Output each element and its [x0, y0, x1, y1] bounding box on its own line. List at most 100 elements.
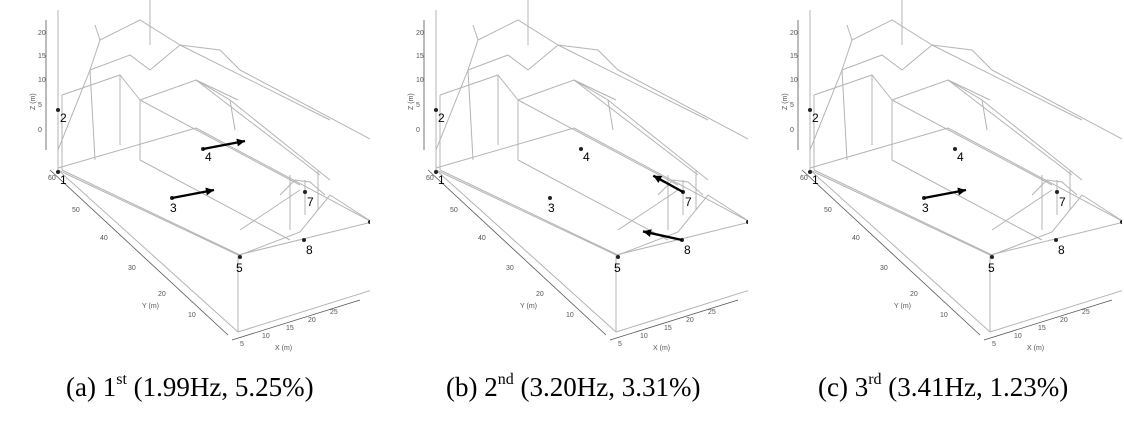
- y-tick-label: 20: [910, 291, 918, 298]
- y-tick-label: 50: [72, 207, 80, 214]
- wireframe-line: [89, 19, 181, 71]
- z-tick-label: 10: [790, 77, 798, 84]
- z-tick-label: 5: [38, 102, 42, 109]
- measurement-point-label: 2: [812, 111, 819, 125]
- y-tick-label: 60: [426, 175, 434, 182]
- z-axis-label: Z (m): [408, 93, 415, 110]
- wireframe-line: [573, 79, 617, 101]
- y-tick-label: 40: [100, 235, 108, 242]
- x-tick-label: 25: [1082, 309, 1090, 316]
- measurement-point-marker: [434, 108, 438, 112]
- wireframe-line: [615, 290, 748, 333]
- x-tick-label: 20: [308, 317, 316, 324]
- z-tick-label: 5: [416, 102, 420, 109]
- measurement-point-label: 1: [812, 173, 819, 187]
- measurement-point-label: 4: [583, 150, 590, 164]
- wireframe-line: [809, 44, 993, 151]
- wireframe-line: [467, 19, 559, 71]
- wireframe-line: [239, 69, 370, 140]
- wireframe-line: [472, 24, 479, 41]
- wireframe-line: [179, 44, 331, 121]
- measurement-point-label: 7: [1059, 195, 1066, 209]
- wireframe-line: [846, 24, 853, 41]
- z-tick-label: 15: [790, 53, 798, 60]
- measurement-point-label: 7: [685, 195, 692, 209]
- measurement-point-label: 1: [438, 173, 445, 187]
- wireframe-line: [947, 127, 1122, 222]
- wireframe-line: [195, 79, 239, 101]
- caption-mode-2: (b) 2nd (3.20Hz, 3.31%): [446, 371, 701, 403]
- y-tick-label: 10: [940, 312, 948, 319]
- wireframe-line: [809, 169, 991, 256]
- wireframe-line: [439, 169, 619, 256]
- measurement-point-marker: [434, 170, 438, 174]
- wireframe-line: [57, 169, 239, 333]
- wireframe-line: [239, 194, 370, 256]
- measurement-point-label: 3: [922, 201, 929, 215]
- wireframe-line: [237, 290, 370, 333]
- caption-mode-3: (c) 3rd (3.41Hz, 1.23%): [818, 371, 1069, 403]
- measurement-point-label: 5: [988, 261, 995, 275]
- measurement-point-label: 5: [236, 261, 243, 275]
- measurement-point-marker: [548, 196, 552, 200]
- y-tick-label: 30: [506, 265, 514, 272]
- wireframe-line: [57, 44, 241, 151]
- z-axis-label: Z (m): [782, 93, 789, 110]
- y-axis-label: Y (m): [142, 303, 159, 310]
- wireframe-line: [617, 69, 748, 140]
- z-tick-label: 10: [416, 77, 424, 84]
- wireframe-line: [573, 127, 748, 222]
- z-tick-label: 20: [790, 30, 798, 37]
- y-tick-label: 10: [188, 312, 196, 319]
- wireframe-line: [139, 99, 301, 186]
- z-tick-label: 10: [38, 77, 46, 84]
- x-tick-label: 15: [664, 325, 672, 332]
- x-tick-label: 25: [708, 309, 716, 316]
- measurement-point-marker: [953, 147, 957, 151]
- mode-shape-arrowhead: [643, 229, 652, 238]
- y-tick-label: 60: [48, 175, 56, 182]
- measurement-point-label: 5: [614, 261, 621, 275]
- z-tick-label: 0: [38, 127, 42, 134]
- z-tick-label: 20: [38, 30, 46, 37]
- measurement-point-label: 8: [306, 243, 313, 257]
- y-tick-label: 50: [450, 207, 458, 214]
- z-tick-label: 15: [38, 53, 46, 60]
- x-tick-label: 15: [1038, 325, 1046, 332]
- wireframe-line: [841, 19, 933, 71]
- x-axis-label: X (m): [1027, 345, 1044, 352]
- y-tick-label: 60: [800, 175, 808, 182]
- wireframe-line: [891, 99, 1053, 186]
- wireframe-line: [573, 79, 699, 176]
- measurement-point-label: 2: [438, 111, 445, 125]
- x-tick-label: 20: [686, 317, 694, 324]
- wireframe-line: [517, 99, 679, 186]
- measurement-point-marker: [302, 238, 306, 242]
- measurement-point-label: 4: [205, 150, 212, 164]
- wireframe-line: [239, 189, 301, 231]
- wireframe-line: [229, 99, 331, 181]
- wireframe-line: [991, 189, 1053, 231]
- measurement-point-label: 4: [957, 150, 964, 164]
- measurement-point-marker: [579, 147, 583, 151]
- x-axis-line: [983, 299, 1113, 341]
- wireframe-line: [94, 24, 101, 41]
- wireframe-line: [557, 44, 709, 121]
- x-axis-line: [609, 299, 739, 341]
- wireframe-line: [435, 44, 619, 151]
- y-tick-label: 30: [128, 265, 136, 272]
- wireframe-line: [617, 194, 748, 256]
- mode-shape-arrowhead: [653, 175, 663, 184]
- y-tick-label: 10: [566, 312, 574, 319]
- measurement-point-label: 1: [60, 173, 67, 187]
- measurement-point-marker: [56, 170, 60, 174]
- wireframe-line: [617, 189, 679, 231]
- z-axis-label: Z (m): [30, 93, 37, 110]
- measurement-point-marker: [990, 255, 994, 259]
- y-tick-label: 20: [158, 291, 166, 298]
- y-tick-label: 40: [852, 235, 860, 242]
- y-tick-label: 20: [536, 291, 544, 298]
- measurement-point-label: 2: [60, 111, 67, 125]
